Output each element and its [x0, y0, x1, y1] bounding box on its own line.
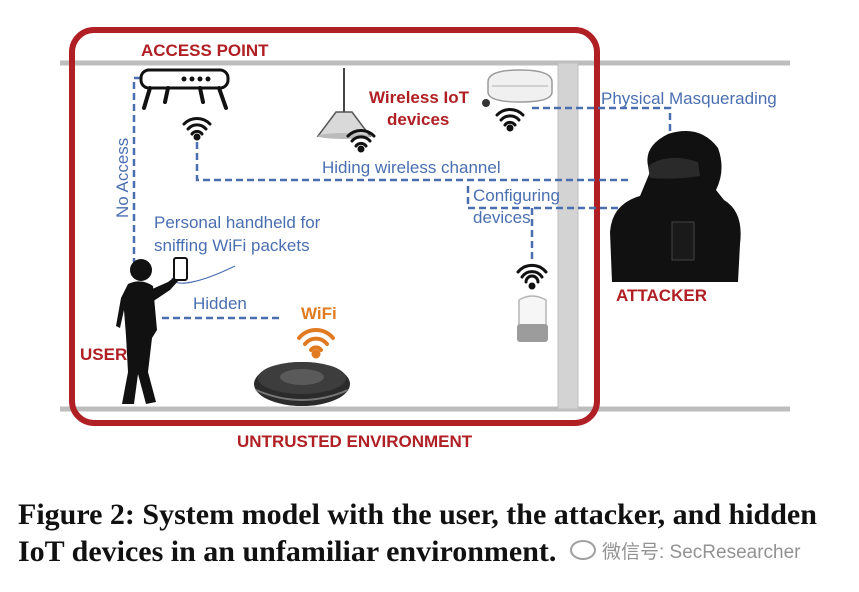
- watermark-text: 微信号: SecResearcher: [602, 542, 801, 563]
- smoke-detector-icon: [482, 69, 553, 107]
- partition-wall: [557, 62, 579, 410]
- user-figure-icon: [116, 259, 179, 404]
- access-point-label: ACCESS POINT: [141, 41, 269, 60]
- wireless-iot-label-line2: devices: [387, 110, 449, 129]
- no-access-line: [132, 76, 141, 262]
- masquerading-line: [532, 106, 672, 135]
- watermark: 微信号: SecResearcher: [570, 537, 801, 564]
- connection-lines: [132, 76, 672, 320]
- wifi-signal-icon: [346, 129, 376, 153]
- wechat-icon: [570, 540, 596, 560]
- attacker-label: ATTACKER: [616, 286, 707, 305]
- physical-masquerading-label: Physical Masquerading: [601, 89, 777, 108]
- configuring-label-line2: devices: [473, 208, 531, 227]
- wifi-signal-icon: [297, 327, 335, 359]
- wifi-label: WiFi: [301, 304, 337, 323]
- wifi-signal-icon: [516, 263, 548, 290]
- figure-caption: Figure 2: System model with the user, th…: [18, 498, 817, 568]
- hidden-label: Hidden: [193, 294, 247, 313]
- router-icon: [139, 68, 230, 110]
- user-label: USER: [80, 345, 127, 364]
- configuring-label-line1: Configuring: [473, 186, 560, 205]
- smartphone-icon: [173, 257, 188, 281]
- robot-vacuum-icon: [254, 362, 350, 406]
- smart-speaker-icon: [517, 295, 548, 342]
- untrusted-environment-label: UNTRUSTED ENVIRONMENT: [237, 432, 473, 451]
- hiding-wireless-channel-label: Hiding wireless channel: [322, 158, 501, 177]
- wifi-signal-icon: [182, 117, 212, 141]
- hooded-attacker-icon: [610, 131, 741, 282]
- ceiling-lamp-icon: [316, 68, 372, 139]
- hiding-channel-line: [195, 142, 630, 182]
- wireless-iot-label-line1: Wireless IoT: [369, 88, 470, 107]
- wifi-signal-icon: [495, 108, 525, 132]
- personal-handheld-label-line1: Personal handheld for: [154, 213, 321, 232]
- configuring-line: [466, 186, 670, 210]
- untrusted-environment-frame: [69, 27, 600, 426]
- no-access-label: No Access: [113, 138, 132, 218]
- room-walls: [60, 60, 790, 412]
- personal-handheld-label-line2: sniffing WiFi packets: [154, 236, 310, 255]
